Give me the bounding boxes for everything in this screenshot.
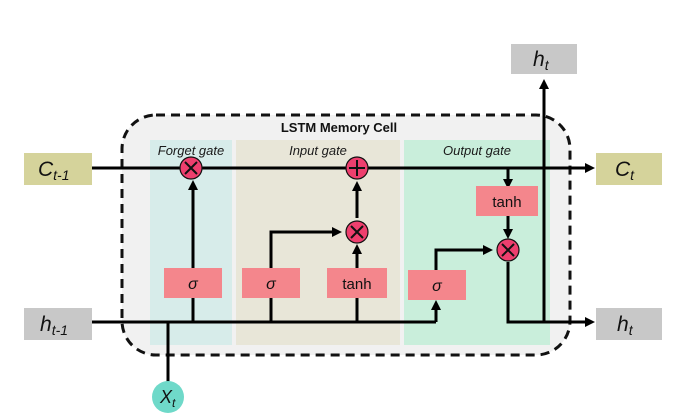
cell-title: LSTM Memory Cell [281,120,397,135]
cell-border [120,113,572,357]
h-top-node: ht [511,44,577,74]
input-multiply-icon [345,220,369,244]
svg-text:tanh: tanh [492,194,521,211]
h-prev-node: ht-1 [24,308,92,340]
h-next-node: ht [596,308,662,340]
c-next-node: Ct [596,153,662,185]
svg-text:tanh: tanh [342,276,371,293]
svg-text:σ: σ [188,276,199,293]
output-sigma-out [434,245,493,270]
forget-multiply-icon [179,156,203,180]
x-input-node: Xt [152,381,184,413]
output-tanh-block: tanh [476,186,538,216]
svg-text:σ: σ [432,278,443,295]
forget-sigma-block: σ [164,268,222,298]
forget-gate-label: Forget gate [158,143,225,158]
input-sigma-block: σ [242,268,300,298]
input-gate-panel [236,140,400,345]
svg-text:Xt: Xt [159,387,176,410]
input-tanh-block: tanh [327,268,387,298]
input-add-icon [345,156,369,180]
output-gate-label: Output gate [443,143,511,158]
output-to-h [506,262,595,327]
svg-text:ht-1: ht-1 [40,313,68,338]
c-prev-node: Ct-1 [24,153,92,185]
output-multiply-icon [496,238,520,262]
output-gate-panel [404,140,550,345]
input-gate-label: Input gate [289,143,347,158]
svg-text:Ct: Ct [615,158,635,183]
input-sigma-out [269,227,342,268]
svg-text:σ: σ [266,276,277,293]
svg-text:ht: ht [617,313,634,338]
svg-text:ht: ht [533,48,550,73]
svg-text:Ct-1: Ct-1 [38,158,70,183]
output-sigma-block: σ [408,270,466,300]
